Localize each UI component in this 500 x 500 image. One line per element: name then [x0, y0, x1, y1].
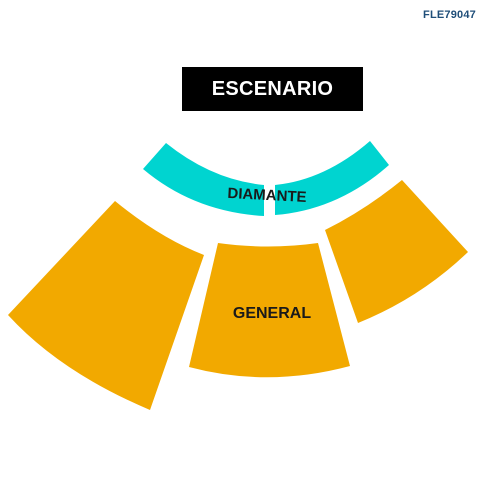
diamante-label: DIAMANTE [227, 185, 307, 206]
map-code: FLE79047 [423, 9, 476, 21]
section-general-left[interactable] [8, 201, 204, 410]
stage[interactable]: ESCENARIO [182, 67, 363, 111]
section-diamante-left[interactable] [143, 143, 264, 216]
section-diamante-right[interactable] [275, 141, 389, 215]
section-general-center[interactable] [189, 243, 350, 378]
stage-label: ESCENARIO [211, 77, 334, 100]
general-label: GENERAL [233, 305, 311, 322]
section-general-right[interactable] [325, 180, 468, 323]
